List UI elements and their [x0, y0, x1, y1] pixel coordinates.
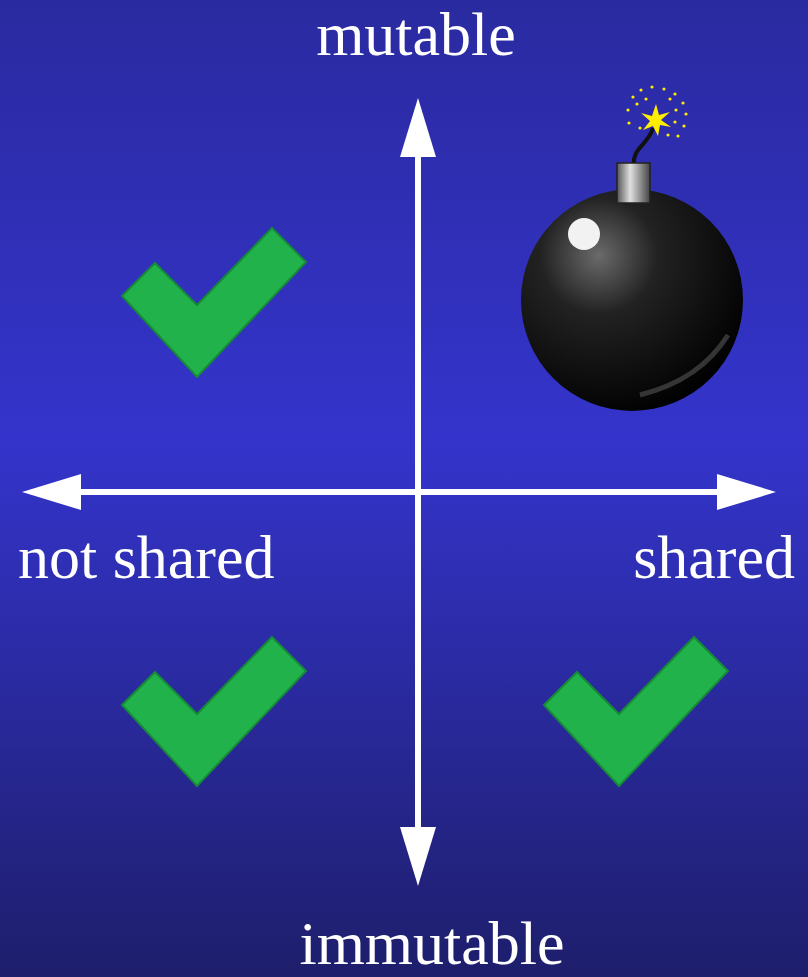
horizontal-axis: [75, 489, 722, 495]
arrowhead: [717, 474, 776, 510]
axes: [22, 98, 776, 886]
bomb: [521, 85, 743, 411]
vertical-axis: [415, 150, 421, 834]
arrowhead: [400, 98, 436, 157]
checkmark: [122, 228, 306, 377]
bomb-body: [521, 189, 743, 411]
checkmark: [122, 637, 306, 786]
fuse: [634, 128, 653, 165]
arrowhead: [400, 827, 436, 886]
axis-label: immutable: [299, 912, 564, 974]
axis-label: shared: [633, 526, 795, 588]
bomb-cap: [617, 163, 650, 203]
arrowhead: [22, 474, 81, 510]
checkmark: [544, 637, 728, 786]
highlight: [568, 218, 600, 250]
spark: [626, 85, 687, 137]
rim-light: [640, 335, 728, 395]
axis-label: mutable: [316, 3, 516, 65]
axis-label: not shared: [18, 526, 275, 588]
